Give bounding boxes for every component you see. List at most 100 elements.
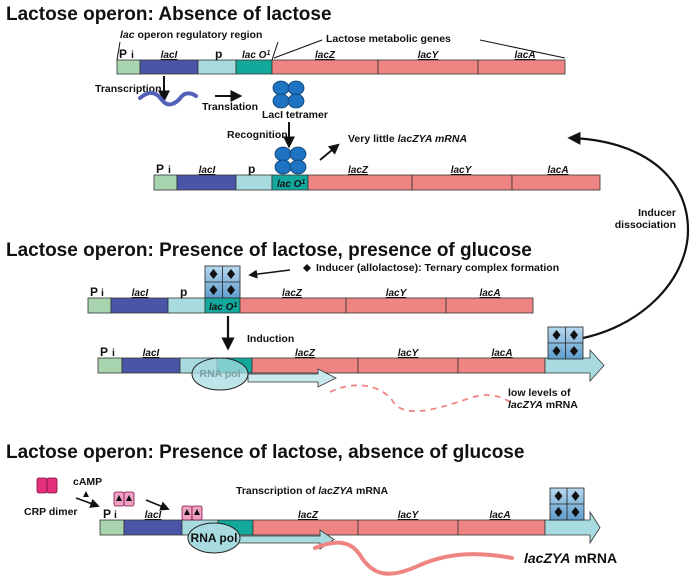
metabolic-bracket-right [479,39,566,59]
panel-absence-of-lactose: Lactose operon: Absence of lactose lac o… [6,4,690,342]
lacz-label: lacZ [315,50,336,61]
low-mrna-dashed [329,384,511,413]
laci-label: lacI [199,165,216,176]
promoter-i-sub: i [112,347,115,359]
operator-segment [235,59,273,75]
lacy-segment [345,297,447,314]
transcript-direction-arrow [544,348,605,383]
gene-bar-1: P i lacI p lac O1 lacZ lacY lacA [116,47,566,75]
very-little-mrna-label: Very little lacZYA mRNA [348,133,467,145]
recognition-label: Recognition [227,129,288,141]
released-repressor-icon [547,326,584,360]
laca-label: lacA [547,165,568,176]
crp-dimer-label: CRP dimer [24,506,78,518]
metabolic-genes-label: Lactose metabolic genes [326,33,451,45]
operator-label: lac O1 [277,179,305,190]
full-mrna-curve [313,540,514,576]
panel3-title: Lactose operon: Presence of lactose, abs… [6,442,524,463]
induction-label: Induction [247,333,294,345]
promoter-segment [235,174,273,191]
promoter-label: p [180,285,187,299]
lacz-segment [239,297,347,314]
lacy-segment [357,357,459,374]
transcript-direction-arrow [544,510,601,545]
laci-label: lacI [143,348,160,359]
laci-label: lacI [145,510,162,521]
rna-pol-label-faded: RNA pol [199,368,240,380]
laca-label: lacA [491,348,512,359]
camp-triangle-icon [83,491,89,497]
transcription-label: Transcription [95,83,162,95]
laci-segment [123,519,183,536]
translation-label: Translation [202,101,258,113]
weak-transcription-arrow [247,368,337,388]
camp-binding-arrow [75,497,100,508]
lacz-label: lacZ [282,288,303,299]
regulatory-bracket-right [271,41,279,61]
promoter-i-segment [153,174,178,191]
rna-polymerase [187,522,241,554]
inducer-bound-repressor-icon [204,265,241,299]
lacz-segment [252,519,359,536]
promoter-i-sub: i [114,509,117,521]
promoter-i-sub: i [168,164,171,176]
promoter-i-segment [99,519,125,536]
gene-bar-2: P i lacI p lac O1 lacZ lacY lacA [153,162,601,191]
lacy-label: lacY [386,288,408,299]
rna-pol-label: RNA pol [191,531,238,545]
laca-label: lacA [479,288,500,299]
crp-dimer-icon [36,477,58,494]
promoter-label: p [215,47,222,61]
crp-camp-complex-icon [113,491,135,507]
inducer-diamond-icon [303,264,311,272]
lacz-segment [251,357,359,374]
promoter-label: p [248,162,255,176]
low-levels-line2: lacZYA mRNA [508,399,578,411]
laca-segment [457,519,546,536]
laci-label: lacI [161,50,178,61]
laci-segment [110,297,169,314]
lacz-label: lacZ [348,165,369,176]
operator-label: lac O1 [242,50,270,61]
lacz-segment [271,59,379,75]
laca-segment [477,59,566,75]
laci-segment [121,357,181,374]
inducer-label: Inducer (allolactose): Ternary complex f… [316,262,559,274]
operator-label: lac O1 [209,302,237,313]
laca-segment [445,297,534,314]
laci-tetramer-icon [272,80,305,109]
promoter-i-sub: i [131,49,134,61]
inducer-dissociation-line2: dissociation [615,219,676,231]
promoter-i-label: P [119,47,127,61]
promoter-i-label: P [90,285,98,299]
lacy-label: lacY [398,510,420,521]
promoter-i-segment [87,297,112,314]
gene-bar-4: P i lacI lacZ lacY lacA [97,345,605,383]
laci-segment [139,59,199,75]
panel-lactose-glucose: Lactose operon: Presence of lactose, pre… [6,240,605,413]
promoter-i-segment [116,59,141,75]
lacz-segment [307,174,413,191]
regulatory-region-label: lac operon regulatory region [120,29,262,41]
panel2-title: Lactose operon: Presence of lactose, pre… [6,240,532,261]
laca-label: lacA [489,510,510,521]
very-little-arrow [319,143,340,161]
promoter-i-label: P [103,507,111,521]
lacy-label: lacY [451,165,473,176]
lacz-label: lacZ [298,510,319,521]
lacy-segment [357,519,459,536]
camp-label: cAMP [73,476,102,488]
laci-label: lacI [132,288,149,299]
transcription-of-mrna-label: Transcription of lacZYA mRNA [236,485,389,497]
promoter-i-label: P [100,345,108,359]
promoter-segment [197,59,237,75]
bound-laci-tetramer-icon [274,146,307,175]
laci-mrna-squiggle [138,91,198,107]
panel1-title: Lactose operon: Absence of lactose [6,4,332,25]
rna-polymerase-weak [191,357,249,391]
laca-segment [511,174,601,191]
lacy-segment [377,59,479,75]
crp-binding-arrow [145,499,170,511]
metabolic-bracket-left [273,39,323,59]
promoter-segment [167,297,206,314]
